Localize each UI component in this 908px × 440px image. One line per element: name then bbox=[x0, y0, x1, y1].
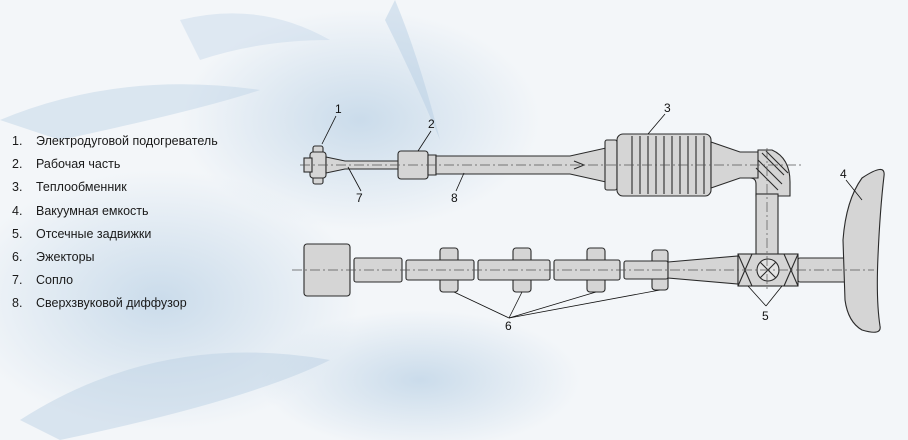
legend-item-1: 1.Электродуговой подогреватель bbox=[12, 134, 218, 148]
legend-item-3: 3.Теплообменник bbox=[12, 180, 127, 195]
legend-item-4: 4.Вакуумная емкость bbox=[12, 203, 149, 218]
callout-5: 5 bbox=[762, 309, 769, 323]
callout-3: 3 bbox=[664, 101, 671, 115]
callout-4: 4 bbox=[840, 167, 847, 181]
legend-list: 1.Электродуговой подогреватель 2.Рабочая… bbox=[12, 130, 218, 316]
callout-7: 7 bbox=[356, 191, 363, 205]
callout-6: 6 bbox=[505, 319, 512, 333]
legend-item-5: 5.Отсечные задвижки bbox=[12, 226, 152, 241]
callout-leaders bbox=[321, 113, 863, 319]
callout-8: 8 bbox=[451, 191, 458, 205]
legend-item-8: 8.Сверхзвуковой диффузор bbox=[12, 296, 187, 311]
legend-item-7: 7.Сопло bbox=[12, 273, 74, 288]
legend-item-2: 2.Рабочая часть bbox=[12, 157, 121, 172]
centerlines bbox=[292, 148, 874, 292]
legend-item-6: 6.Эжекторы bbox=[12, 250, 95, 265]
callout-1: 1 bbox=[335, 102, 342, 116]
vacuum-vessel bbox=[842, 168, 885, 333]
callout-2: 2 bbox=[428, 117, 435, 131]
